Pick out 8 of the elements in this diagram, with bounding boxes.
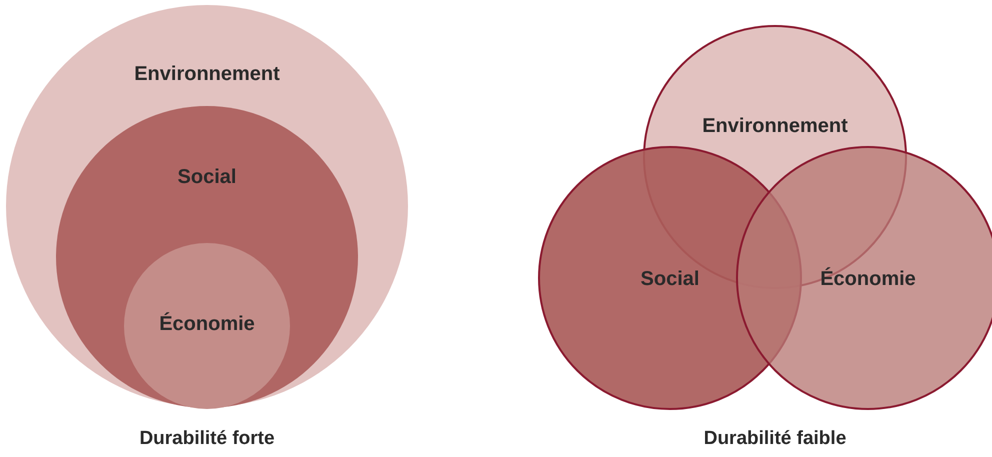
diagram-caption: Durabilité forte bbox=[139, 428, 275, 450]
circle-label: Économie bbox=[158, 313, 256, 336]
diagram-caption: Durabilité faible bbox=[704, 428, 846, 450]
circle-label: Environnement bbox=[133, 63, 281, 86]
circle-label: Social bbox=[176, 166, 238, 189]
circle-label: Économie bbox=[819, 268, 917, 291]
circle-label: Social bbox=[640, 268, 700, 291]
circle-label: Environnement bbox=[701, 115, 849, 138]
